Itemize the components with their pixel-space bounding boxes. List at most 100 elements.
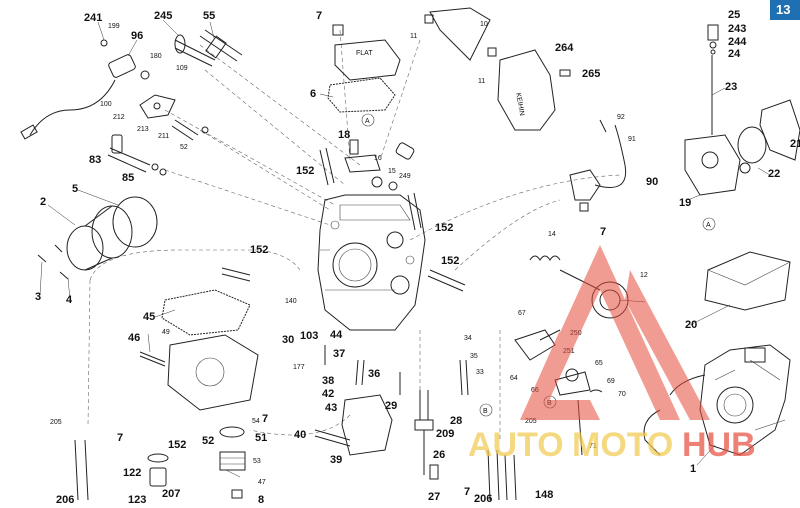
assembly-guides	[87, 29, 621, 440]
callout-39: 39	[330, 454, 342, 466]
callout-90: 90	[646, 176, 658, 188]
callout-211: 211	[158, 133, 169, 140]
pivot-bracket	[429, 7, 491, 61]
cap-gasket	[327, 77, 396, 113]
callout-243: 243	[728, 23, 746, 35]
callout-244: 244	[728, 36, 747, 48]
callout-35: 35	[470, 353, 478, 360]
page-number-tab: 13	[770, 0, 800, 20]
callout-65: 65	[595, 360, 603, 367]
tool-bag	[704, 251, 791, 311]
drain-plug	[149, 467, 167, 487]
callout-251: 251	[563, 348, 575, 355]
cable-fitting	[108, 54, 136, 78]
callout-69: 69	[607, 378, 615, 385]
accelerator-pump-housing	[684, 134, 741, 196]
callout-30: 30	[282, 334, 294, 346]
assembled-carburetor	[643, 344, 791, 456]
callout-12: 12	[640, 272, 648, 279]
callout-83: 83	[89, 154, 101, 166]
callout-206-a: 206	[56, 494, 74, 506]
bowl-gasket	[161, 289, 251, 336]
callout-3: 3	[35, 291, 41, 303]
tps-sensor	[569, 169, 601, 201]
callout-49: 49	[162, 329, 170, 336]
callout-67: 67	[518, 310, 526, 317]
callout-21: 21	[790, 138, 800, 150]
callout-36: 36	[368, 368, 380, 380]
callout-212: 212	[113, 114, 125, 121]
ref-mark-b-right: B	[547, 400, 552, 407]
cap-screw	[332, 24, 344, 36]
page-number: 13	[776, 2, 791, 17]
callout-1: 1	[690, 463, 696, 475]
callout-152-a: 152	[296, 165, 314, 177]
pump-diaphragm-cover	[759, 99, 800, 161]
callout-152-d: 152	[441, 255, 459, 267]
callout-27: 27	[428, 491, 440, 503]
callout-180: 180	[150, 53, 162, 60]
callout-23: 23	[725, 81, 737, 93]
float-bowl	[167, 334, 259, 411]
ref-mark-a-pump: A	[706, 222, 711, 229]
part-drawings: FLAT KEIHIN	[20, 7, 800, 501]
callout-14: 14	[548, 231, 556, 238]
cover-stamp: KEIHIN	[514, 92, 525, 116]
callout-122: 122	[123, 467, 141, 479]
callout-152-e: 152	[168, 439, 186, 451]
callout-109: 109	[176, 65, 188, 72]
intake-boot	[66, 225, 104, 271]
callout-19: 19	[679, 197, 691, 209]
callout-54: 54	[252, 418, 260, 425]
callout-249: 249	[399, 173, 411, 180]
callout-205-a: 205	[50, 419, 62, 426]
pulley-cover	[497, 49, 556, 131]
callout-6: 6	[310, 88, 316, 100]
callout-11-a: 11	[410, 33, 417, 40]
callout-53: 53	[253, 458, 261, 465]
callout-2: 2	[40, 196, 46, 208]
callout-34: 34	[464, 335, 472, 342]
callout-71: 71	[589, 443, 597, 450]
callout-213: 213	[137, 126, 149, 133]
callout-22: 22	[768, 168, 780, 180]
callout-205-b: 205	[525, 418, 537, 425]
callout-96: 96	[131, 30, 143, 42]
callout-26: 26	[433, 449, 445, 461]
callout-24: 24	[728, 48, 741, 60]
callout-46: 46	[128, 332, 140, 344]
ref-mark-b-left: B	[483, 408, 488, 415]
carb-bore	[332, 242, 378, 288]
callout-250: 250	[570, 330, 582, 337]
callout-70: 70	[618, 391, 626, 398]
callout-37: 37	[333, 348, 345, 360]
callout-7-bottom: 7	[464, 486, 470, 498]
callout-123: 123	[128, 494, 146, 506]
callout-152-c: 152	[250, 244, 268, 256]
callout-199: 199	[108, 23, 120, 30]
callout-148: 148	[535, 489, 553, 501]
ref-mark-a-top: A	[365, 118, 370, 125]
callout-52-bottom: 52	[202, 435, 214, 447]
callout-7-bowl: 7	[262, 413, 268, 425]
callout-7-tps: 7	[600, 226, 606, 238]
callout-44: 44	[330, 329, 343, 341]
callout-241: 241	[84, 12, 102, 24]
callout-100: 100	[100, 101, 112, 108]
callout-103: 103	[300, 330, 318, 342]
callout-85: 85	[122, 172, 134, 184]
top-cap	[334, 39, 401, 81]
callout-209: 209	[436, 428, 454, 440]
return-spring	[529, 255, 561, 261]
callout-7-left: 7	[117, 432, 123, 444]
callout-55: 55	[203, 10, 215, 22]
callout-66: 66	[531, 387, 539, 394]
callout-4: 4	[66, 294, 73, 306]
callout-11-b: 11	[478, 78, 485, 85]
callout-64: 64	[510, 375, 518, 382]
callout-15: 15	[388, 168, 396, 175]
callout-47: 47	[258, 479, 266, 486]
choke-block	[341, 394, 393, 456]
